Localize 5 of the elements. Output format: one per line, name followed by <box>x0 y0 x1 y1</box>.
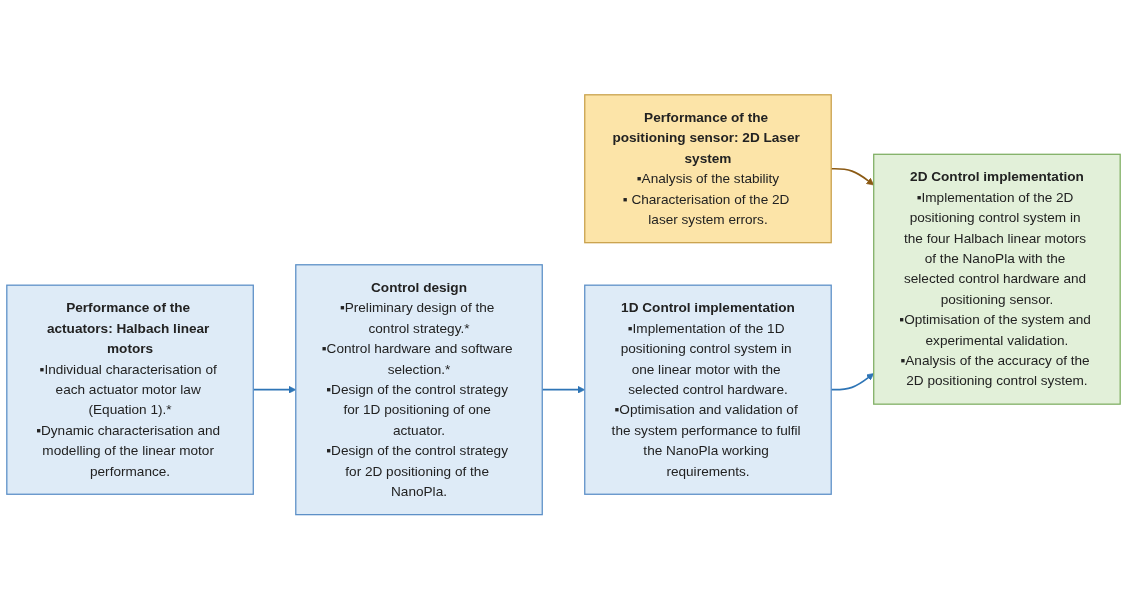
node-box: Control design ▪Preliminary design of the control strategy.* ▪Control hardware and software selection.* ▪Design of the control strategy for 1D positioning of one actuator. ▪Design of the control strategy for 2D positioning of the NanoPla. <box>295 264 543 516</box>
node-box: Performance of the actuators: Halbach linear motors ▪Individual characterisation of each actuator motor law (Equation 1).* ▪Dynamic characterisation and modelling of the linear motor performance. <box>6 284 254 496</box>
node-box: Performance of the positioning sensor: 2D Laser system ▪Analysis of the stability ▪ Characterisation of the 2D laser system errors. <box>584 94 832 244</box>
node-box: 2D Control implementation ▪Implementation of the 2D positioning control system in the four Halbach linear motors of the NanoPla with the selected control hardware and positioning sensor. ▪Optimisation of the system and experimental validation. ▪Analysis of the accuracy of the 2D positioning control system. <box>873 153 1121 406</box>
node-box: 1D Control implementation ▪Implementation of the 1D positioning control system in one linear motor with the selected control hardware. ▪Optimisation and validation of the system performance to fulfil the NanoPla working requirements. <box>584 284 832 496</box>
